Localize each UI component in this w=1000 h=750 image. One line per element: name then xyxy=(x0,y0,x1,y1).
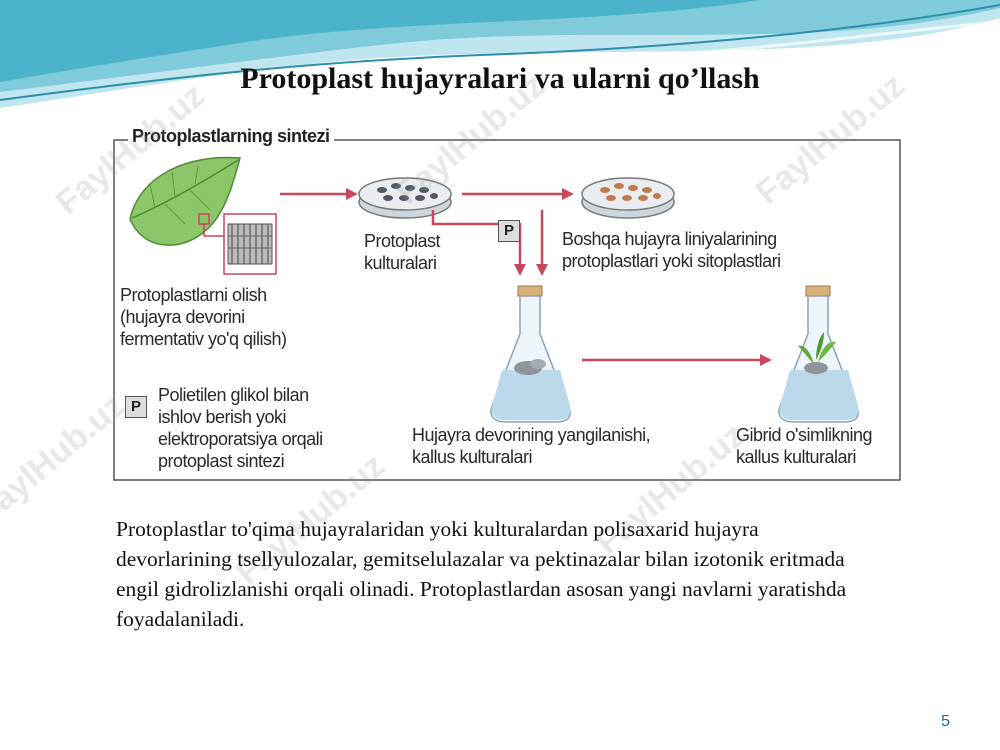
petri-dish-protoplast-icon xyxy=(358,177,452,219)
diagram-heading: Protoplastlarning sintezi xyxy=(128,126,334,147)
label-protoplast-cultures: Protoplast kulturalari xyxy=(364,231,441,273)
tissue-cross-section-icon xyxy=(223,213,277,275)
label-obtaining-protoplasts: Protoplastlarni olish (hujayra devorini … xyxy=(120,285,287,349)
leaf-icon xyxy=(129,156,241,246)
p-badge-fusion: P xyxy=(498,220,520,242)
slide-title: Protoplast hujayralari va ularni qo’llas… xyxy=(240,62,760,95)
label-other-cell-lines: Boshqa hujayra liniyalarining protoplast… xyxy=(562,229,781,271)
p-badge-legend: P xyxy=(125,396,147,418)
label-hybrid-callus: Gibrid o'simlikning kallus kulturalari xyxy=(736,425,873,467)
petri-dish-other-cells-icon xyxy=(581,177,675,219)
flask-callus-icon xyxy=(490,285,571,423)
label-protoplast-synthesis: Polietilen glikol bilan ishlov berish yo… xyxy=(158,385,323,471)
header-wave-decoration xyxy=(0,0,1000,112)
diagram-artwork xyxy=(113,139,901,481)
page-number: 5 xyxy=(941,713,950,730)
protoplast-synthesis-diagram: Protoplastlarning sintezi P P Protoplast… xyxy=(110,124,902,484)
body-paragraph: Protoplastlar to'qima hujayralaridan yok… xyxy=(116,517,847,631)
label-cell-wall-regeneration: Hujayra devorining yangilanishi, kallus … xyxy=(412,425,651,467)
flask-hybrid-plant-icon xyxy=(778,285,859,423)
